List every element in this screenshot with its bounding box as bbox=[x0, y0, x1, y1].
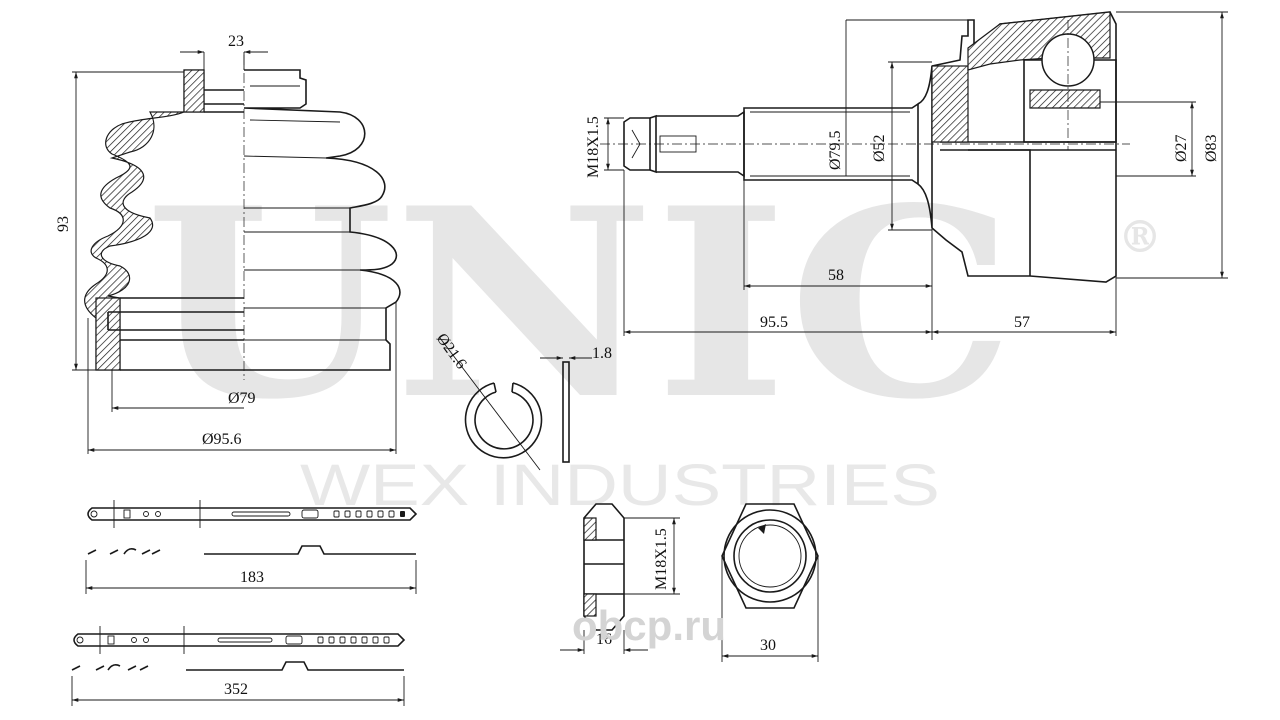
circlip-side bbox=[562, 361, 570, 463]
circlip-outer bbox=[464, 382, 543, 459]
circlip-inner bbox=[474, 391, 534, 450]
joint-hatch-upper bbox=[931, 65, 969, 143]
cv-joint-drawing: M18X1.5 Ø79.5 Ø52 Ø27 Ø83 58 95.5 57 bbox=[585, 11, 1228, 340]
site-logo: obcp.ru bbox=[572, 602, 726, 649]
nut-end-thread-outer bbox=[733, 519, 807, 593]
joint-cage-section bbox=[1029, 89, 1101, 109]
boot-detail-lines bbox=[249, 85, 341, 123]
joint-shaft-splines bbox=[750, 111, 910, 177]
clamp-large-drawing: 352 bbox=[71, 626, 406, 706]
nut-side-hatch-top bbox=[583, 517, 597, 541]
clamp-small-buckle bbox=[301, 509, 319, 519]
clamp-small-slot bbox=[123, 509, 131, 519]
boot-collar-section bbox=[183, 69, 205, 113]
nut-end-thread-inner bbox=[738, 524, 802, 588]
dim-boot-inner-dia: Ø79 bbox=[228, 390, 256, 407]
dim-clamp-small-len: 183 bbox=[240, 569, 264, 586]
watermark-company: WEX INDUSTRIES bbox=[300, 453, 940, 518]
clamp-small-side bbox=[87, 545, 416, 555]
clamp-large-slot bbox=[107, 635, 115, 645]
boot-base-lines-left bbox=[120, 339, 244, 371]
joint-housing-mid bbox=[940, 141, 1116, 151]
nut-side-outline bbox=[583, 503, 625, 631]
clamp-small-long-slot bbox=[231, 511, 291, 517]
watermark-registered: ® bbox=[1118, 212, 1162, 263]
clamp-small-hole bbox=[90, 510, 98, 518]
dim-nut-height: 16 bbox=[596, 631, 612, 648]
dim-nut-thread: M18X1.5 bbox=[653, 528, 670, 590]
cv-boot-drawing: 23 93 Ø79 Ø95.6 bbox=[55, 33, 401, 454]
dim-boot-top-width: 23 bbox=[228, 33, 244, 50]
clamp-large-hole-row bbox=[317, 636, 390, 644]
clamp-large-side bbox=[71, 661, 404, 671]
boot-outer-profile bbox=[243, 69, 401, 371]
clamp-large-band bbox=[73, 633, 406, 647]
clamp-small-drawing: 183 bbox=[85, 500, 418, 594]
clamp-large-long-slot bbox=[217, 637, 273, 643]
dim-shaft-dia: Ø79.5 bbox=[827, 130, 844, 170]
watermark: UNIC ® WEX INDUSTRIES bbox=[145, 152, 1162, 518]
site-logo-text: obcp.ru bbox=[572, 602, 726, 649]
dim-boot-height: 93 bbox=[55, 216, 72, 232]
clamp-large-hole bbox=[76, 636, 84, 644]
dim-spline-dia: Ø27 bbox=[1173, 134, 1190, 162]
clamp-large-buckle bbox=[285, 635, 303, 645]
dim-shaft-len-95: 95.5 bbox=[760, 314, 788, 331]
joint-shoulder bbox=[917, 65, 933, 229]
hub-nut-drawing: M18X1.5 16 30 bbox=[560, 503, 819, 662]
joint-housing-body bbox=[968, 149, 1031, 276]
clamp-large-dot-1 bbox=[131, 637, 137, 643]
dim-housing-len: 57 bbox=[1014, 314, 1030, 331]
dim-nut-across-flats: 30 bbox=[760, 637, 776, 654]
boot-inner-lines-left bbox=[204, 89, 244, 113]
clamp-large-dot-2 bbox=[143, 637, 149, 643]
nut-end-chamfer bbox=[723, 509, 817, 603]
clamp-small-dot-2 bbox=[155, 511, 161, 517]
dim-housing-dia: Ø83 bbox=[1203, 134, 1220, 162]
dim-thread-spec: M18X1.5 bbox=[585, 116, 602, 178]
watermark-brand: UNIC bbox=[145, 152, 1015, 457]
clamp-small-dot-1 bbox=[143, 511, 149, 517]
dim-clamp-large-len: 352 bbox=[224, 681, 248, 698]
nut-side-faces bbox=[584, 539, 624, 595]
dim-clip-thickness: 1.8 bbox=[592, 345, 612, 362]
clamp-small-band bbox=[87, 507, 418, 521]
boot-fold-lines bbox=[243, 155, 386, 341]
boot-base-section bbox=[95, 297, 121, 371]
nut-end-marker bbox=[758, 524, 766, 534]
clamp-small-hole-row bbox=[333, 510, 405, 518]
boot-section-wall bbox=[84, 69, 205, 371]
dim-shaft-len-58: 58 bbox=[828, 267, 844, 284]
dim-shoulder-dia: Ø52 bbox=[871, 134, 888, 162]
dim-clip-dia-line bbox=[439, 337, 541, 471]
dim-boot-outer-dia: Ø95.6 bbox=[202, 431, 242, 448]
nut-side-hatch-bottom bbox=[583, 593, 597, 617]
circlip-gap bbox=[493, 382, 514, 393]
boot-inner-ring-left bbox=[107, 297, 244, 331]
